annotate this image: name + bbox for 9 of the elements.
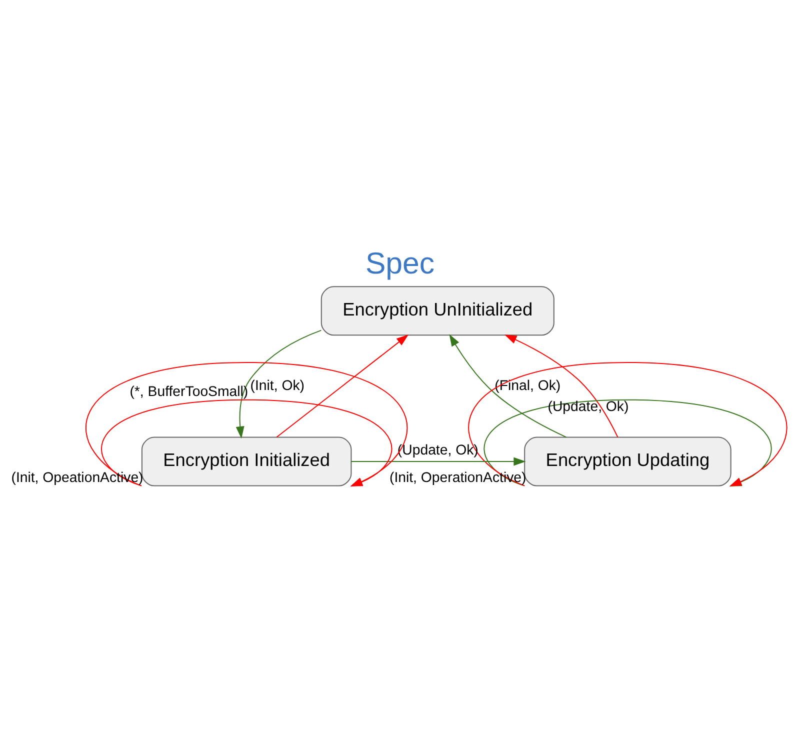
arrow (350, 457, 526, 466)
arrow (235, 330, 321, 439)
arrow (276, 334, 408, 438)
arrow (504, 334, 618, 438)
arrow (448, 334, 566, 438)
edge-label: (Update, Ok) (547, 398, 628, 414)
diagram-title: Spec (364, 248, 434, 280)
edge-label: (Init, Ok) (250, 376, 304, 393)
node-box: Encryption UnInitialized (320, 286, 554, 336)
